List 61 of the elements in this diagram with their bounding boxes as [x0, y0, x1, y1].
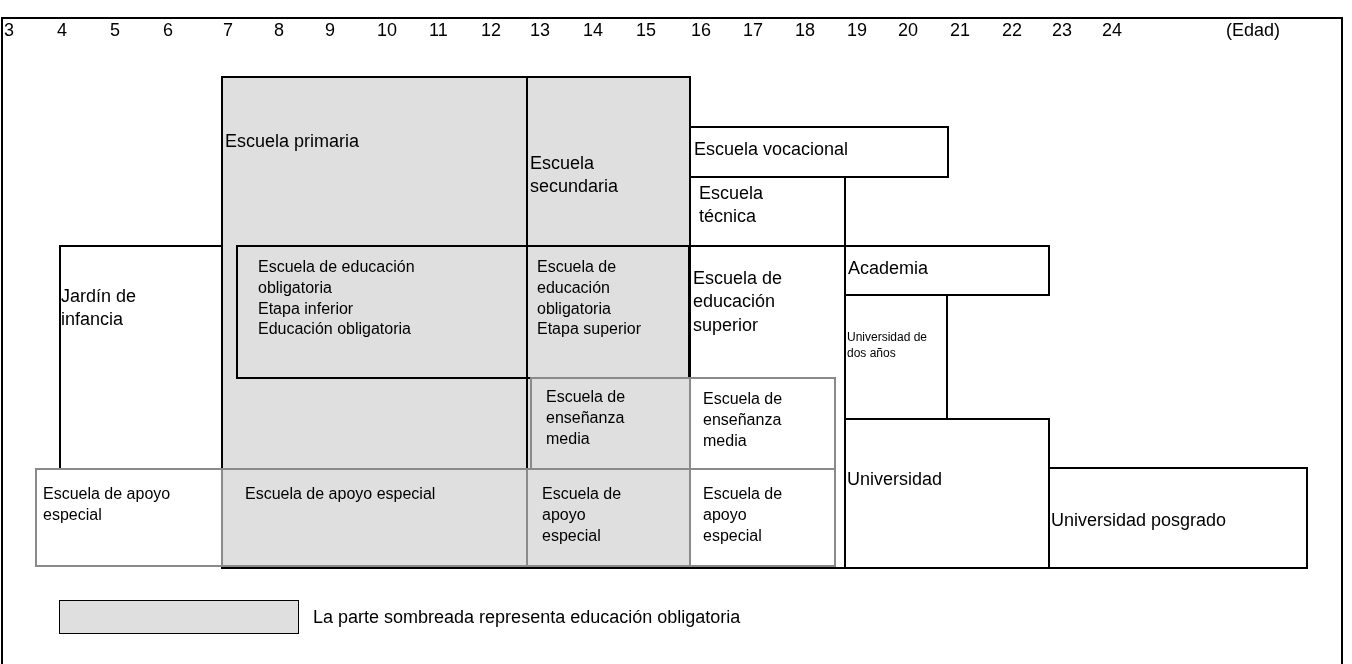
age-label: 11: [429, 20, 448, 41]
age-label: 3: [4, 20, 14, 41]
age-label: 12: [481, 20, 502, 41]
age-label: 22: [1002, 20, 1023, 41]
compulsory-school-box: [530, 377, 691, 470]
school-name: Jardín de infancia: [61, 285, 138, 332]
compulsory-school-box: [236, 245, 528, 379]
school-name: Academia: [848, 257, 930, 280]
school-name: Escuela de educación superior: [693, 267, 784, 337]
age-label: 23: [1052, 20, 1073, 41]
school-name: Escuela de enseñanza media: [546, 387, 627, 449]
school-box: [844, 294, 948, 420]
age-label: 21: [950, 20, 971, 41]
age-label: 24: [1102, 20, 1123, 41]
school-name: Universidad posgrado: [1051, 509, 1228, 532]
school-box: [844, 418, 1050, 569]
school-name: Etapa inferior: [258, 298, 355, 319]
compulsory-school-box: [526, 468, 691, 567]
age-label: 18: [795, 20, 816, 41]
school-name: Educación obligatoria: [258, 319, 412, 340]
age-label: 13: [530, 20, 551, 41]
school-box: [844, 245, 1050, 296]
school-name: Escuela de apoyo especial: [43, 484, 172, 525]
age-label: 6: [163, 20, 173, 41]
school-box: [1048, 467, 1308, 569]
age-label: 16: [691, 20, 712, 41]
age-label: 7: [223, 20, 233, 41]
school-name: Escuela técnica: [699, 182, 765, 229]
school-box: [689, 468, 836, 567]
compulsory-school-box: [526, 76, 691, 569]
age-label: 14: [583, 20, 604, 41]
age-label: 8: [274, 20, 284, 41]
school-name: Escuela de educación obligatoria: [258, 257, 416, 298]
age-label: 19: [847, 20, 868, 41]
school-box: [59, 245, 223, 471]
legend-text: La parte sombreada representa educación obligatoria: [313, 606, 741, 628]
school-name: Universidad: [847, 468, 944, 491]
school-name: Escuela secundaria: [530, 152, 620, 199]
school-box: [35, 468, 223, 567]
school-name: Escuela vocacional: [694, 138, 850, 161]
age-label: 9: [325, 20, 335, 41]
school-name: Universidad de dos años: [847, 330, 929, 362]
school-name: Escuela de enseñanza media: [703, 389, 784, 451]
school-name: Escuela primaria: [225, 130, 361, 153]
compulsory-school-box: [221, 468, 528, 567]
school-box: [689, 126, 949, 178]
school-name: Escuela de apoyo especial: [245, 484, 437, 504]
school-name: Escuela de educación obligatoria: [537, 257, 618, 319]
age-label: 4: [57, 20, 67, 41]
age-label: 5: [110, 20, 120, 41]
age-label: 15: [636, 20, 657, 41]
school-name: Escuela de apoyo especial: [703, 484, 784, 546]
school-name: Escuela de apoyo especial: [542, 484, 623, 546]
age-label: 20: [898, 20, 919, 41]
compulsory-school-box: [526, 245, 690, 379]
school-box: [689, 377, 836, 470]
school-name: Etapa superior: [537, 319, 643, 340]
compulsory-school-box: [221, 76, 528, 569]
age-label: 10: [377, 20, 398, 41]
age-label: 17: [743, 20, 764, 41]
age-label: (Edad): [1226, 20, 1281, 41]
